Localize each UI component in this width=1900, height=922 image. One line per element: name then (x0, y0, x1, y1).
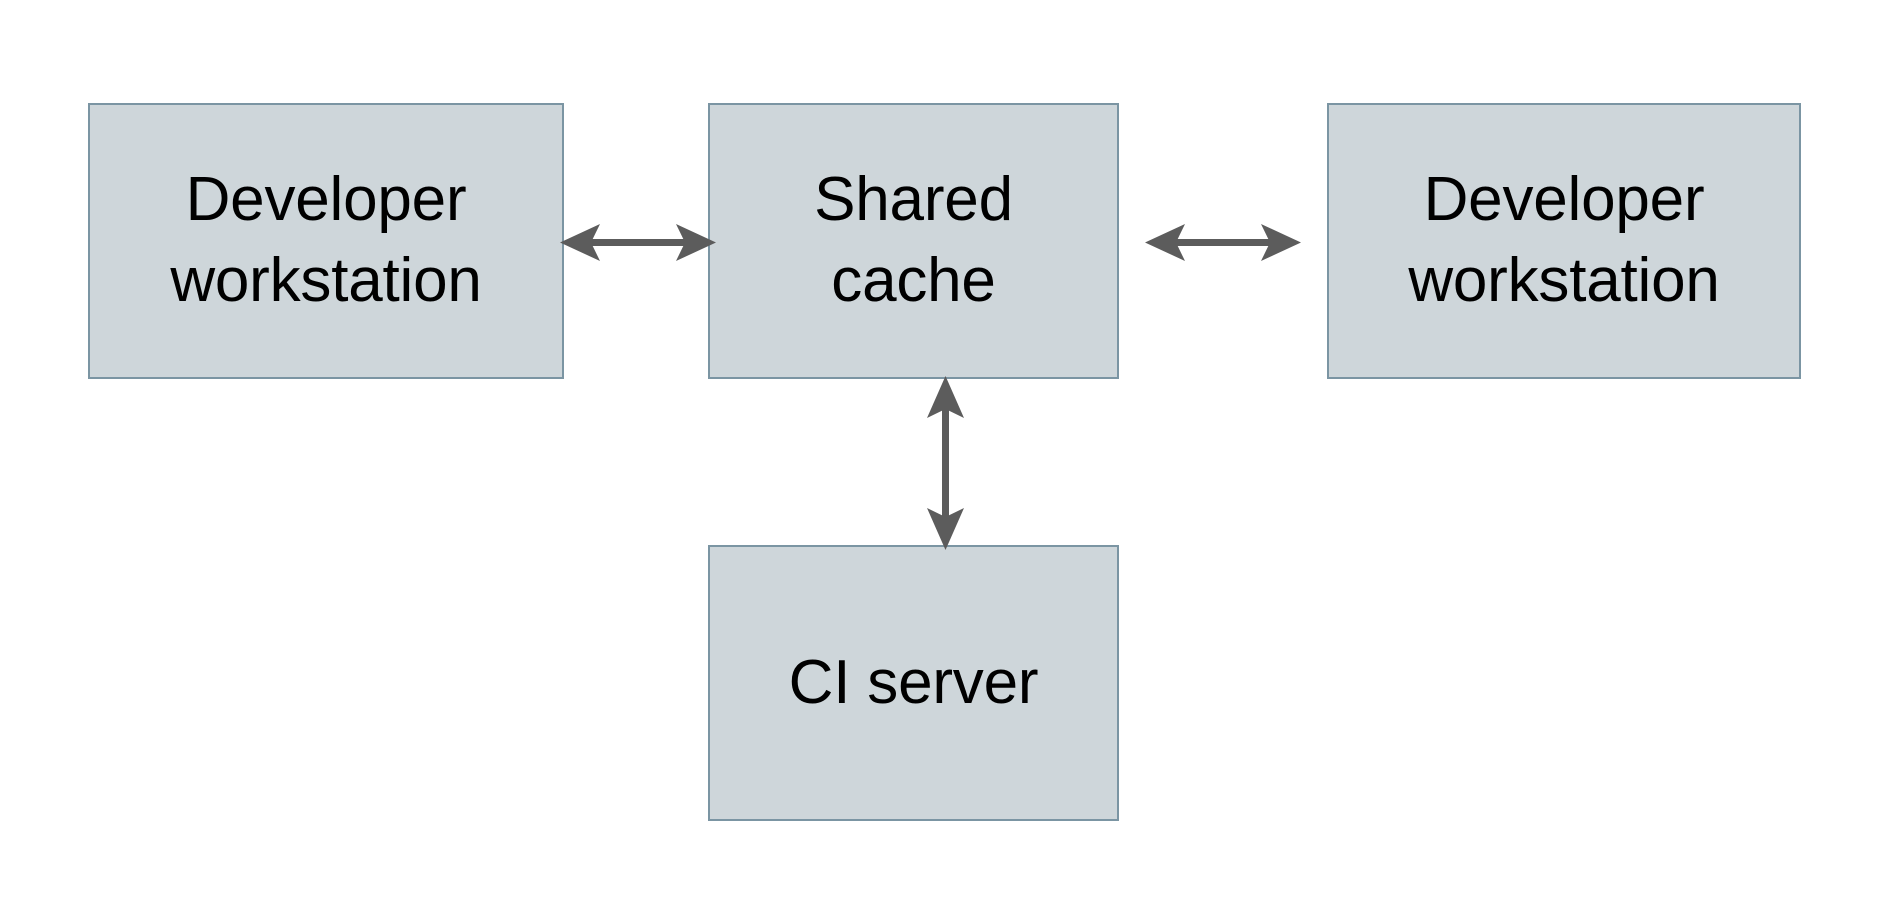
edge-developer-left-to-shared-cache-bidirectional-arrow (560, 224, 716, 261)
node-label: Shared cache (814, 165, 1013, 315)
node-developer-workstation-right[interactable]: Developer workstation (1327, 103, 1801, 379)
edge-shared-cache-to-ci-server-bidirectional-arrow (927, 376, 964, 550)
node-shared-cache[interactable]: Shared cache (708, 103, 1119, 379)
node-label: CI server (788, 647, 1039, 717)
node-ci-server[interactable]: CI server (708, 545, 1119, 821)
edge-shared-cache-to-developer-right-bidirectional-arrow (1145, 224, 1301, 261)
node-developer-workstation-left[interactable]: Developer workstation (88, 103, 564, 379)
node-label: Developer workstation (1408, 165, 1720, 315)
node-label: Developer workstation (170, 165, 482, 315)
